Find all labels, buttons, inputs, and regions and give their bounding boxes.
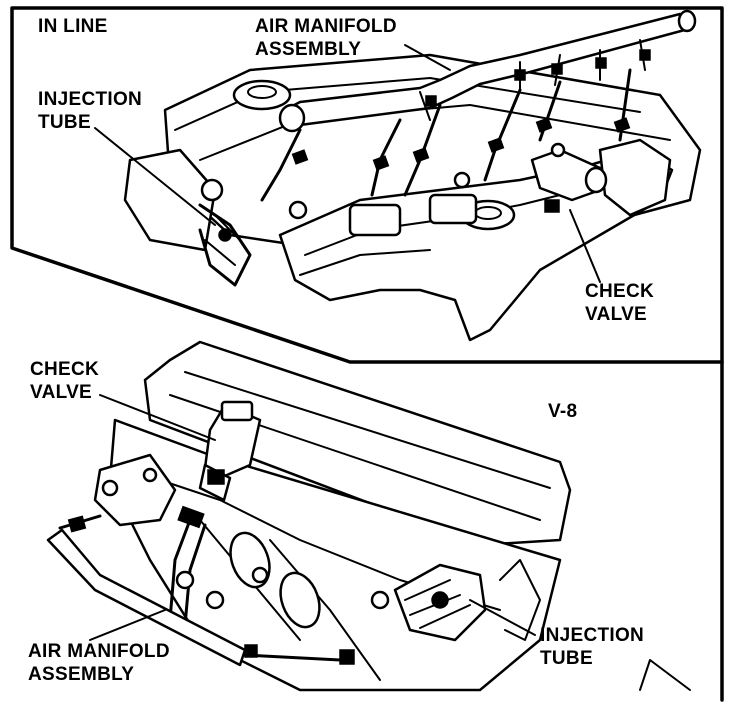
- air-manifold-label-top-line2: ASSEMBLY: [255, 39, 362, 60]
- air-manifold-label-v8-line2: ASSEMBLY: [28, 664, 135, 685]
- air-manifold-label-top-line1: AIR MANIFOLD: [255, 16, 397, 37]
- air-manifold-label-top: AIR MANIFOLD ASSEMBLY: [255, 15, 397, 61]
- inline-title: IN LINE: [38, 16, 108, 37]
- inline-engine-drawing: [94, 9, 702, 342]
- leader-check-valve-v8: [99, 394, 216, 441]
- injection-tube-label-v8-line1: INJECTION: [540, 625, 645, 646]
- leader-air-manifold-v8: [89, 609, 166, 641]
- leader-injection-tube-v8: [469, 599, 536, 636]
- check-valve-label-v8: CHECK VALVE: [30, 358, 99, 404]
- check-valve-label-v8-line1: CHECK: [30, 359, 100, 380]
- check-valve-label-top-line1: CHECK: [585, 281, 655, 302]
- injection-tube-label-top-line2: TUBE: [38, 112, 91, 133]
- air-manifold-label-v8-line1: AIR MANIFOLD: [28, 641, 170, 662]
- leader-injection-tube-top: [94, 127, 216, 226]
- leader-air-manifold-top: [404, 44, 451, 71]
- inline-panel-frame: [10, 6, 724, 364]
- check-valve-label-v8-line2: VALVE: [30, 382, 93, 403]
- v8-title: V-8: [548, 401, 578, 422]
- leader-check-valve-top: [569, 209, 601, 283]
- injection-tube-label-v8-line2: TUBE: [540, 648, 593, 669]
- injection-tube-label-top: INJECTION TUBE: [38, 88, 142, 134]
- v8-engine-drawing: [46, 340, 691, 692]
- injection-tube-label-top-line1: INJECTION: [38, 89, 143, 110]
- air-manifold-label-v8: AIR MANIFOLD ASSEMBLY: [28, 640, 170, 686]
- check-valve-label-top: CHECK VALVE: [585, 280, 654, 326]
- check-valve-label-top-line2: VALVE: [585, 304, 648, 325]
- injection-tube-label-v8: INJECTION TUBE: [540, 624, 644, 670]
